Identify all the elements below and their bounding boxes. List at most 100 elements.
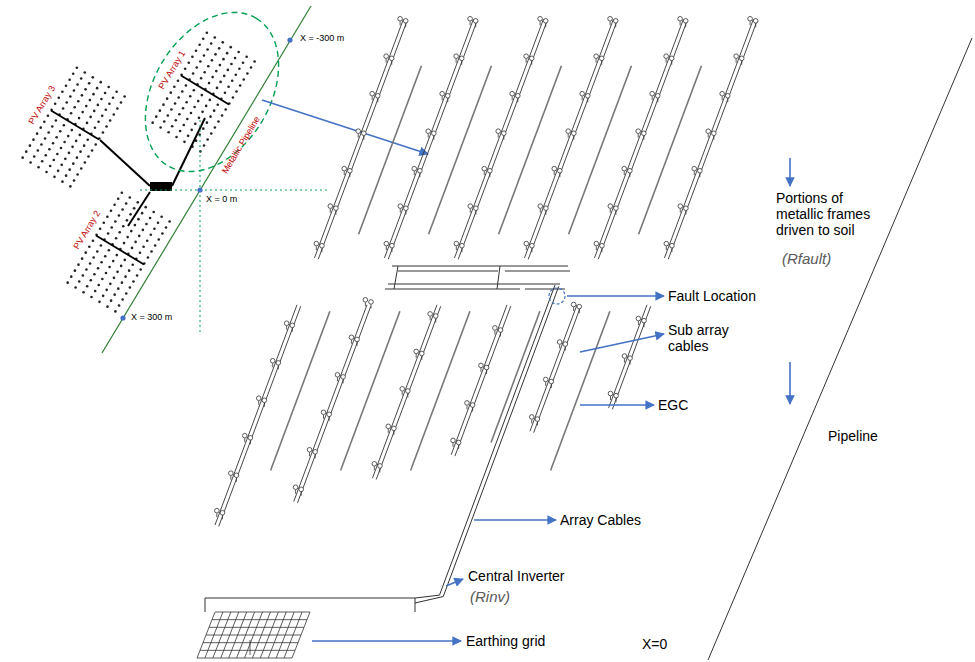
frame-post-head — [342, 166, 347, 171]
pv-module-dot — [45, 171, 48, 174]
resistance-label: (Rfault) — [782, 250, 831, 267]
grid-conductor — [209, 627, 304, 628]
pv-module-dot — [61, 180, 64, 183]
pv-module-dot — [99, 81, 102, 84]
pv-module-dot — [56, 153, 59, 156]
pv-module-dot — [211, 76, 214, 79]
pv-module-dot — [97, 267, 100, 270]
frame-post — [407, 393, 408, 397]
callout-label: Array Cables — [560, 512, 641, 528]
pv-module-dot — [151, 121, 154, 124]
frame-post — [489, 173, 490, 177]
frame-post — [494, 330, 495, 334]
pv-module-dot — [114, 310, 117, 313]
frame-post — [405, 211, 406, 215]
pv-module-dot — [108, 102, 111, 105]
frame-post-head — [498, 328, 503, 333]
frame-post-head — [594, 54, 599, 59]
frame-post-head — [372, 462, 377, 467]
frame-post-head — [543, 377, 548, 382]
pv-module-dot — [29, 144, 32, 147]
inverter-outline — [415, 598, 416, 612]
frame-post-head — [678, 16, 683, 21]
pv-module-dot — [202, 127, 205, 130]
frame-post — [402, 391, 403, 395]
position-dot — [120, 315, 125, 320]
frame-post-head — [362, 131, 367, 136]
frame-post-head — [628, 168, 633, 173]
frame-post-head — [334, 206, 339, 211]
leader-arrow — [474, 519, 556, 521]
pv-module-dot — [32, 138, 35, 141]
pv-module-dot — [90, 296, 93, 299]
frame-post — [616, 398, 617, 402]
callout-label: Central Inverter — [468, 568, 564, 584]
frame-post — [537, 422, 538, 426]
rack-frame — [215, 305, 301, 527]
pv-module-dot — [142, 229, 145, 232]
pv-module-dot — [183, 141, 186, 144]
pv-module-dot — [94, 126, 97, 129]
pv-module-dot — [133, 207, 136, 210]
frame-post-head — [284, 321, 289, 326]
pv-module-dot — [139, 251, 142, 254]
frame-post-head — [535, 417, 540, 422]
frame-post — [480, 368, 481, 372]
frame-post — [685, 23, 686, 27]
pv-module-dot — [184, 67, 187, 70]
frame-post-head — [614, 206, 619, 211]
pv-module-dot — [147, 256, 150, 259]
frame-post-head — [557, 340, 562, 345]
frame-post-head — [428, 312, 433, 317]
pv-module-dot — [192, 72, 195, 75]
frame-post-head — [622, 354, 627, 359]
axis-line — [200, 120, 201, 335]
frame-post — [498, 134, 499, 138]
pipeline-line — [708, 38, 972, 660]
pv-module-dot — [93, 110, 96, 113]
frame-post-head — [712, 131, 717, 136]
pv-module-dot — [81, 94, 84, 97]
axis-line — [140, 190, 330, 191]
pv-module-dot — [77, 100, 80, 103]
frame-post — [295, 490, 296, 494]
frame-post-head — [473, 19, 478, 24]
frame-post — [554, 171, 555, 175]
frame-post — [671, 61, 672, 65]
pv-module-dot — [106, 305, 109, 308]
pv-module-dot — [161, 232, 164, 235]
callout-label: Fault Location — [668, 288, 756, 304]
pv-module-dot — [227, 69, 230, 72]
rack-rail — [454, 19, 543, 258]
pv-module-dot — [253, 60, 256, 63]
frame-post — [680, 209, 681, 213]
pv-module-dot — [219, 81, 222, 84]
frame-post — [601, 248, 602, 252]
pv-module-dot — [71, 146, 74, 149]
frame-post-head — [502, 131, 507, 136]
pv-module-dot — [112, 260, 115, 263]
pv-module-dot — [131, 247, 134, 250]
frame-post-head — [445, 93, 450, 98]
pv-module-dot — [160, 215, 163, 218]
frame-post — [727, 98, 728, 102]
pv-module-dot — [201, 94, 204, 97]
frame-post-head — [549, 379, 554, 384]
pv-module-dot — [120, 265, 123, 268]
frame-post-head — [349, 335, 354, 340]
pv-module-dot — [73, 89, 76, 92]
pv-module-dot — [102, 221, 105, 224]
pv-array-dots — [21, 66, 126, 187]
frame-post — [551, 384, 552, 388]
frame-post — [371, 304, 372, 308]
frame-post — [568, 134, 569, 138]
frame-post — [596, 246, 597, 250]
pv-module-dot — [129, 213, 132, 216]
rack-rail — [451, 305, 507, 455]
frame-post — [587, 98, 588, 102]
frame-post — [736, 59, 737, 63]
frame-post-head — [420, 351, 425, 356]
frame-post-head — [290, 323, 295, 328]
pv-module-dot — [67, 135, 70, 138]
pv-module-dot — [113, 293, 116, 296]
